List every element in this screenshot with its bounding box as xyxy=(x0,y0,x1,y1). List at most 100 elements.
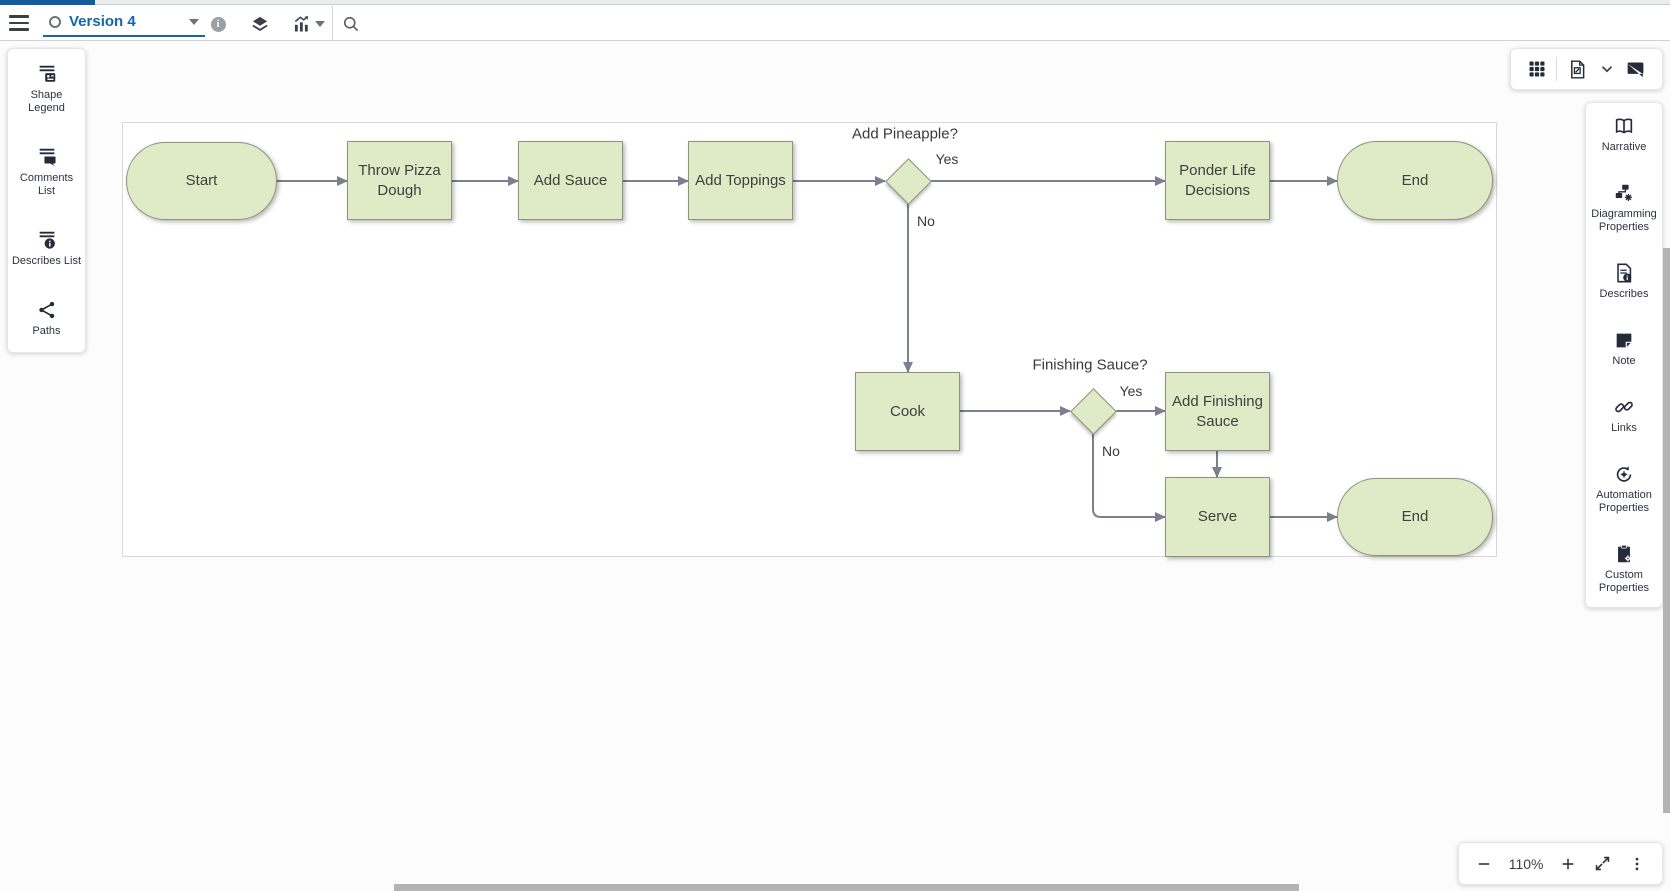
more-options-button[interactable] xyxy=(1628,855,1646,873)
shape-legend-button[interactable]: Shape Legend xyxy=(11,63,82,115)
panel-item-label: Paths xyxy=(32,325,61,337)
flow-node-cook[interactable]: Cook xyxy=(855,372,960,451)
describes-list-button[interactable]: Describes List xyxy=(11,229,82,268)
flow-node-end1[interactable]: End xyxy=(1337,141,1493,220)
flow-node-fsauce[interactable] xyxy=(1069,387,1117,435)
plus-icon xyxy=(1563,858,1574,869)
chart-reports-button[interactable] xyxy=(291,13,325,35)
chevron-down-icon xyxy=(1601,66,1612,73)
flow-node-label: End xyxy=(1401,171,1429,189)
version-circle-icon xyxy=(49,15,61,28)
zoom-level-value: 110% xyxy=(1508,855,1544,872)
flow-node-label: Throw Pizza Dough xyxy=(358,162,441,199)
panel-item-label: Comments List xyxy=(19,172,74,197)
right-properties-panel: Narrative Diagramming Properties Describ… xyxy=(1585,102,1663,608)
flow-node-end2[interactable]: End xyxy=(1337,478,1493,556)
main-toolbar: Version 4 i xyxy=(0,6,1670,41)
flow-connector-fsauce-serve[interactable] xyxy=(1092,434,1166,522)
fit-to-screen-button[interactable] xyxy=(1593,854,1612,873)
flow-node-label: Add Toppings xyxy=(695,171,786,189)
left-tools-panel: Shape Legend Comments List Describes Lis… xyxy=(7,48,86,353)
panel-item-label: Narrative xyxy=(1601,141,1647,153)
flow-edge-label[interactable]: No xyxy=(917,213,935,229)
automation-properties-icon xyxy=(1616,466,1632,482)
hamburger-menu-icon[interactable] xyxy=(9,15,29,31)
links-icon xyxy=(1615,401,1633,413)
describes-list-icon xyxy=(39,231,55,249)
flow-node-sauce[interactable]: Add Sauce xyxy=(518,141,623,220)
layers-button[interactable] xyxy=(249,13,271,35)
search-button[interactable] xyxy=(340,13,362,35)
flow-edge-label[interactable]: Add Pineapple? xyxy=(852,125,958,143)
layers-icon xyxy=(252,16,268,31)
window-top-strip xyxy=(0,0,1670,5)
horizontal-scrollbar[interactable] xyxy=(394,884,1299,891)
note-icon xyxy=(1616,333,1632,348)
flow-node-label: Add Finishing Sauce xyxy=(1172,393,1263,430)
describes-icon xyxy=(1617,263,1632,283)
export-document-icon xyxy=(1571,59,1585,79)
panel-item-label: Describes xyxy=(1599,288,1649,300)
canvas-toolbar-divider xyxy=(1556,57,1558,81)
comment-icon xyxy=(1627,62,1644,77)
flow-edge-label[interactable]: Yes xyxy=(1119,383,1143,399)
decision-diamond xyxy=(884,157,932,205)
progress-bar xyxy=(0,0,95,5)
canvas-toolbar xyxy=(1510,48,1663,90)
export-document-button[interactable] xyxy=(1567,59,1588,80)
vertical-scrollbar[interactable] xyxy=(1663,248,1670,813)
narrative-icon xyxy=(1615,118,1633,134)
flow-node-dough[interactable]: Throw Pizza Dough xyxy=(347,141,452,220)
flow-node-pineapple[interactable] xyxy=(884,157,932,205)
custom-properties-button[interactable]: Custom Properties xyxy=(1588,543,1660,595)
panel-item-label: Automation Properties xyxy=(1596,489,1652,514)
note-button[interactable]: Note xyxy=(1588,329,1660,368)
comments-button[interactable] xyxy=(1625,59,1646,80)
describes-button[interactable]: Describes xyxy=(1588,262,1660,301)
comments-list-button[interactable]: Comments List xyxy=(11,146,82,198)
diagramming-properties-icon xyxy=(1615,184,1632,201)
links-button[interactable]: Links xyxy=(1588,396,1660,435)
bar-chart-icon xyxy=(294,15,308,32)
grid-view-button[interactable] xyxy=(1527,59,1547,79)
info-circle-icon: i xyxy=(210,16,226,32)
decision-diamond xyxy=(1069,387,1117,435)
panel-item-label: Note xyxy=(1612,355,1636,367)
flow-edge-label[interactable]: Yes xyxy=(935,151,959,167)
search-icon xyxy=(343,16,359,32)
flow-node-serve[interactable]: Serve xyxy=(1165,477,1270,557)
narrative-button[interactable]: Narrative xyxy=(1588,115,1660,154)
version-selector[interactable]: Version 4 xyxy=(43,8,205,37)
shape-legend-icon xyxy=(39,65,55,82)
minus-icon xyxy=(1478,862,1490,865)
flow-node-label: Start xyxy=(185,172,218,190)
flow-node-toppings[interactable]: Add Toppings xyxy=(688,141,793,220)
flow-node-ponder[interactable]: Ponder Life Decisions xyxy=(1165,141,1270,220)
diagramming-properties-button[interactable]: Diagramming Properties xyxy=(1588,182,1660,234)
expand-icon xyxy=(1595,856,1610,871)
export-options-button[interactable] xyxy=(1598,60,1616,78)
zoom-out-button[interactable] xyxy=(1475,855,1493,873)
toolbar-divider xyxy=(332,6,333,41)
paths-button[interactable]: Paths xyxy=(11,299,82,338)
panel-item-label: Describes List xyxy=(11,255,82,267)
automation-properties-button[interactable]: Automation Properties xyxy=(1588,463,1660,515)
flow-edge-label[interactable]: Finishing Sauce? xyxy=(1032,356,1148,374)
flow-node-label: Serve xyxy=(1197,508,1238,526)
flow-edge-label[interactable]: No xyxy=(1102,443,1120,459)
panel-item-label: Links xyxy=(1611,422,1637,434)
panel-item-label: Shape Legend xyxy=(28,89,65,114)
custom-properties-icon xyxy=(1618,544,1631,563)
caret-down-icon xyxy=(314,21,325,27)
info-button[interactable]: i xyxy=(207,13,229,35)
paths-icon xyxy=(38,301,54,319)
flow-node-afs[interactable]: Add Finishing Sauce xyxy=(1165,372,1270,451)
version-selector-label: Version 4 xyxy=(69,13,136,30)
zoom-in-button[interactable] xyxy=(1559,855,1577,873)
zoom-controls: 110% xyxy=(1458,842,1663,885)
flow-node-start[interactable]: Start xyxy=(126,142,277,220)
flow-node-label: End xyxy=(1401,508,1429,526)
